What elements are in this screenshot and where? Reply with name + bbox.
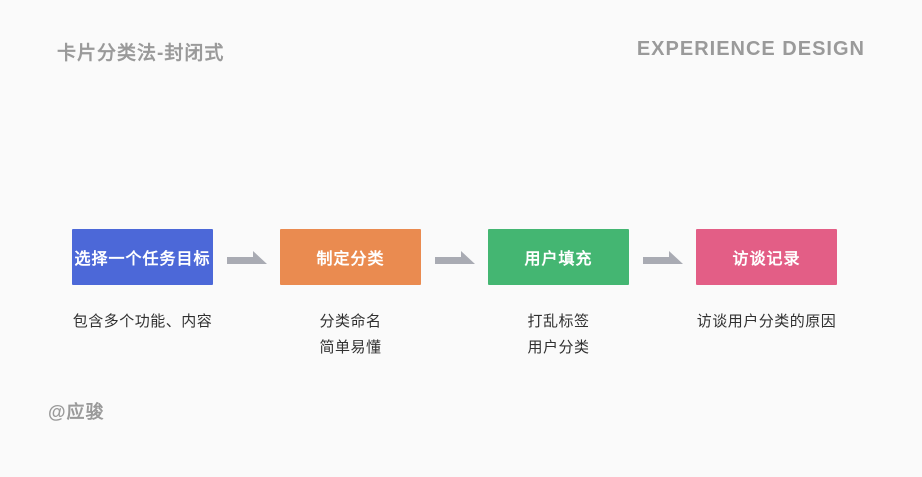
flow-step-1: 选择一个任务目标 包含多个功能、内容 <box>72 229 213 335</box>
brand-wordmark: EXPERIENCE DESIGN <box>636 38 865 60</box>
flow-step-3-box: 用户填充 <box>488 229 629 285</box>
page-title: 卡片分类法-封闭式 <box>57 43 225 64</box>
flow-step-1-label: 选择一个任务目标 <box>74 251 211 268</box>
flow-step-4-desc-line: 访谈用户分类的原因 <box>696 313 837 330</box>
flow-step-2-desc-line: 分类命名 <box>319 313 382 330</box>
flow-step-3-label: 用户填充 <box>524 251 593 268</box>
right-arrow-icon <box>434 251 475 264</box>
flow-step-4-box: 访谈记录 <box>696 229 837 285</box>
flow-step-3-desc-line: 用户分类 <box>527 339 590 356</box>
flow-step-2-box: 制定分类 <box>280 229 421 285</box>
flow-step-2: 制定分类 分类命名 简单易懂 <box>280 229 421 361</box>
flow-step-2-desc-line: 简单易懂 <box>319 339 382 356</box>
right-arrow-icon <box>642 251 683 264</box>
flow-step-3: 用户填充 打乱标签 用户分类 <box>488 229 629 361</box>
flow-arrow-1 <box>213 229 280 285</box>
author-signature: @应骏 <box>48 402 105 422</box>
flow-step-4: 访谈记录 访谈用户分类的原因 <box>696 229 837 335</box>
flow-diagram: 选择一个任务目标 包含多个功能、内容 制定分类 分类命名 简单易懂 <box>72 229 837 361</box>
flow-step-1-description: 包含多个功能、内容 <box>73 309 213 335</box>
flow-step-3-desc-line: 打乱标签 <box>527 313 590 330</box>
flow-step-2-label: 制定分类 <box>316 251 385 268</box>
flow-step-2-description: 分类命名 简单易懂 <box>319 309 381 361</box>
flow-arrow-2 <box>421 229 488 285</box>
flow-step-4-label: 访谈记录 <box>732 251 801 268</box>
flow-step-1-desc-line: 包含多个功能、内容 <box>72 313 213 330</box>
flow-arrow-3 <box>629 229 696 285</box>
flow-step-3-description: 打乱标签 用户分类 <box>527 309 589 361</box>
right-arrow-icon <box>226 251 267 264</box>
flow-step-1-box: 选择一个任务目标 <box>72 229 213 285</box>
flow-step-4-description: 访谈用户分类的原因 <box>697 309 837 335</box>
